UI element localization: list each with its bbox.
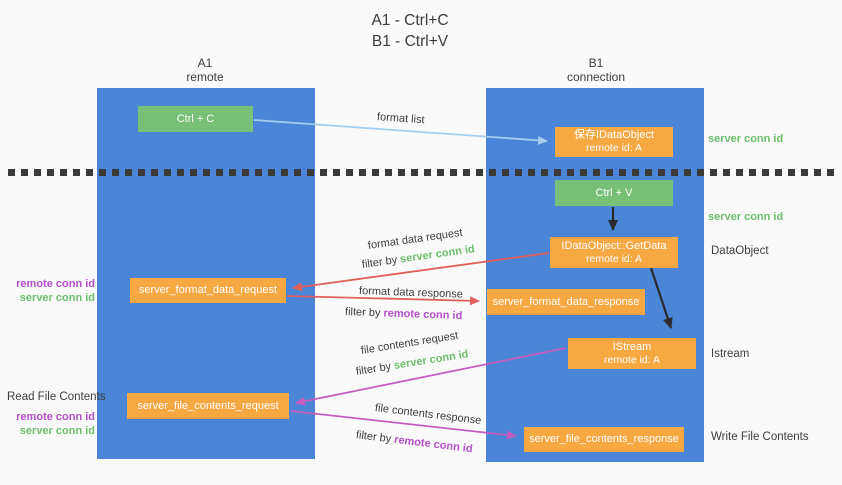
ctrl-v-label: Ctrl + V: [595, 186, 633, 199]
title-line-1: A1 - Ctrl+C: [371, 12, 449, 29]
lifeline-b1-role: connection: [566, 70, 626, 84]
ctrl-v-node: Ctrl + V: [555, 180, 673, 206]
istream-line1: IStream: [612, 340, 652, 353]
server-conn-id-text: server conn id: [393, 348, 470, 372]
read-file-contents-label: Read File Contents: [7, 391, 106, 403]
file-contents-response-label: file contents response: [374, 402, 482, 427]
title-line-2: B1 - Ctrl+V: [371, 33, 449, 50]
filter-by-text: filter by: [355, 429, 395, 446]
istream-label: Istream: [711, 348, 750, 360]
dataobject-label: DataObject: [711, 245, 769, 257]
server-format-data-request-node: server_format_data_request: [130, 278, 286, 303]
write-file-contents-label: Write File Contents: [711, 431, 809, 443]
istream-line2: remote id: A: [603, 353, 661, 366]
ctrl-c-node: Ctrl + C: [138, 106, 253, 132]
filter-by-text: filter by: [361, 253, 401, 271]
server-conn-id-label: server conn id: [708, 133, 784, 145]
save-idataobject-line2: remote id: A: [585, 142, 643, 154]
server-conn-id-text: server conn id: [399, 243, 476, 266]
dashed-divider-line: [8, 169, 838, 176]
lifeline-b1-name: B1: [588, 56, 604, 70]
server-conn-id-label: server conn id: [708, 211, 784, 223]
lifeline-a1-name: A1: [197, 56, 213, 70]
idataobject-getdata-node: IDataObject::GetData remote id: A: [550, 237, 678, 268]
format-data-response-filter-label: filter by remote conn id: [345, 306, 463, 322]
diagram-title: A1 - Ctrl+C B1 - Ctrl+V: [320, 10, 500, 52]
filter-by-text: filter by: [344, 306, 384, 320]
idataobject-getdata-line1: IDataObject::GetData: [561, 239, 667, 252]
save-idataobject-node: 保存IDataObject remote id: A: [555, 127, 673, 157]
remote-conn-id-label: remote conn id: [16, 411, 95, 423]
remote-conn-id-text: remote conn id: [393, 433, 474, 456]
remote-conn-id-label: remote conn id: [16, 278, 95, 290]
server-format-data-request-label: server_format_data_request: [138, 284, 278, 296]
save-idataobject-line1: 保存IDataObject: [573, 129, 655, 141]
left-conn-id-stack-top: remote conn id server conn id: [0, 278, 95, 305]
server-conn-id-label: server conn id: [19, 291, 95, 304]
server-file-contents-request-node: server_file_contents_request: [127, 393, 289, 419]
remote-conn-id-text: remote conn id: [383, 307, 463, 323]
idataobject-getdata-line2: remote id: A: [585, 252, 643, 265]
server-file-contents-response-label: server_file_contents_response: [529, 433, 679, 445]
lifeline-header-a1: A1 remote: [145, 56, 265, 84]
server-format-data-response-node: server_format_data_response: [487, 289, 645, 315]
lifeline-a1-role: remote: [186, 70, 224, 84]
server-conn-id-label: server conn id: [19, 424, 95, 437]
format-data-response-label: format data response: [358, 285, 464, 301]
left-conn-id-stack-bottom: remote conn id server conn id: [0, 411, 95, 438]
server-file-contents-request-label: server_file_contents_request: [137, 399, 279, 412]
server-format-data-response-label: server_format_data_response: [492, 295, 640, 308]
server-file-contents-response-node: server_file_contents_response: [524, 427, 684, 452]
file-contents-response-filter-label: filter by remote conn id: [355, 429, 473, 455]
lifeline-header-b1: B1 connection: [536, 56, 656, 84]
format-list-label: format list: [376, 111, 425, 127]
ctrl-c-label: Ctrl + C: [176, 112, 215, 125]
istream-node: IStream remote id: A: [568, 338, 696, 369]
filter-by-text: filter by: [355, 360, 395, 378]
